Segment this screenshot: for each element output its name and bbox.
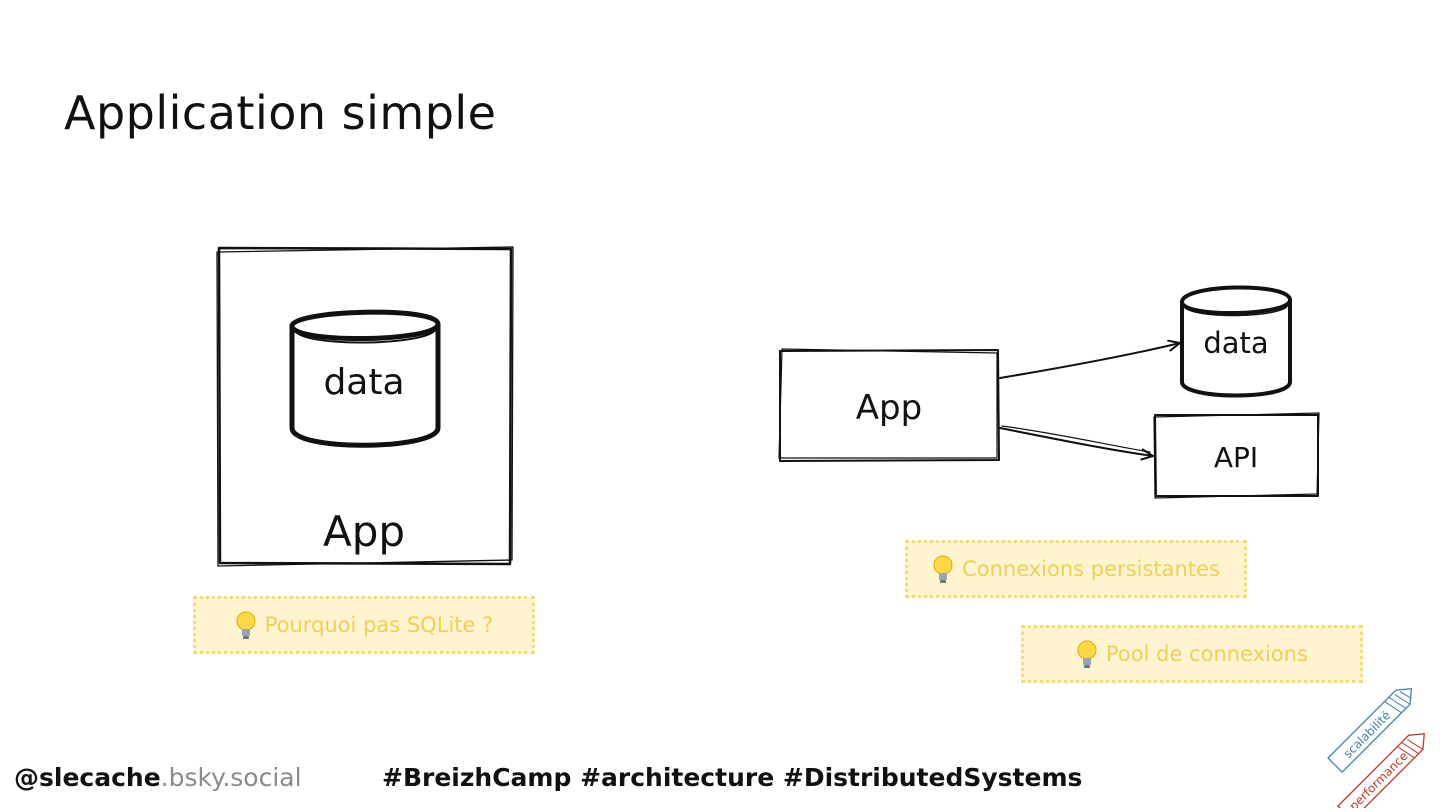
note-text: Pool de connexions: [1106, 642, 1308, 666]
handle-name: @slecache: [14, 763, 161, 792]
lightbulb-icon: [1076, 639, 1098, 669]
lightbulb-icon: [932, 554, 954, 584]
footer-hashtags: #BreizhCamp #architecture #DistributedSy…: [382, 763, 1083, 792]
right-db-label: data: [1203, 326, 1268, 360]
api-label: API: [1214, 441, 1258, 474]
badge-top-text: scalabilité: [1341, 708, 1394, 761]
note-sqlite: Pourquoi pas SQLite ?: [193, 596, 535, 654]
right-app-box: App: [778, 348, 1000, 462]
note-connection-pool: Pool de connexions: [1021, 625, 1363, 683]
note-persistent-connections: Connexions persistantes: [905, 540, 1247, 598]
arrow-app-to-api: [999, 425, 1153, 456]
handle-domain: .bsky.social: [160, 763, 302, 792]
left-app-label: App: [323, 507, 405, 556]
left-app-container: App: [216, 246, 514, 567]
left-db-label: data: [323, 362, 404, 403]
scalability-performance-logo: scalabilité performance: [1320, 660, 1435, 812]
right-app-label: App: [856, 388, 922, 428]
note-text: Connexions persistantes: [962, 557, 1220, 581]
left-database-cylinder: data: [289, 309, 441, 448]
footer-handle[interactable]: @slecache.bsky.social: [14, 763, 302, 792]
slide-title: Application simple: [64, 86, 497, 140]
right-database-cylinder: data: [1180, 285, 1292, 398]
note-text: Pourquoi pas SQLite ?: [264, 613, 494, 637]
arrow-app-to-data: [999, 343, 1180, 379]
api-box: API: [1153, 412, 1320, 499]
lightbulb-icon: [235, 610, 257, 640]
